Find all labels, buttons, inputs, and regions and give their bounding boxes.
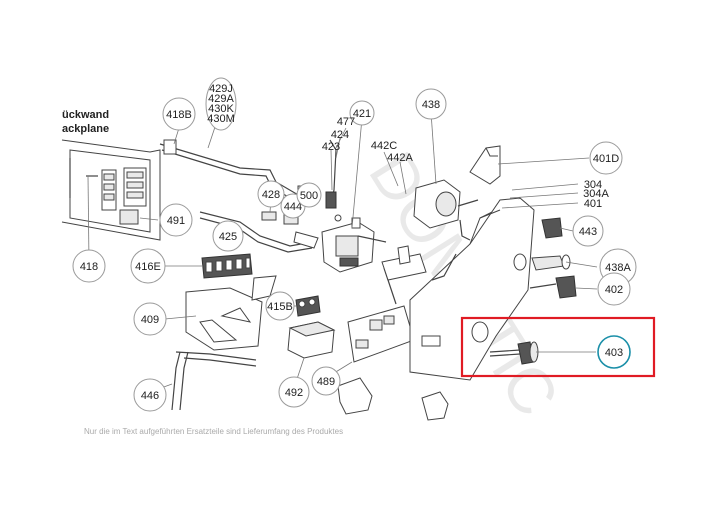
- part-label-text: 418B: [166, 109, 192, 121]
- part-label-489: 489: [311, 366, 341, 396]
- gas-valve: [321, 217, 387, 273]
- part-label-text: 424: [331, 129, 349, 141]
- part-label-428: 428: [257, 180, 285, 208]
- backplane-panel: ückwand ackplane: [61, 109, 161, 241]
- part-label-text: 304: [584, 179, 602, 191]
- part-label-423: 423: [322, 141, 340, 153]
- motor-438: [413, 179, 479, 241]
- part-label-491: 491: [159, 203, 193, 237]
- part-label-text: 489: [317, 376, 335, 388]
- control-housing: [409, 197, 535, 381]
- part-label-424: 424: [331, 129, 349, 141]
- part-label-401: 401: [584, 198, 602, 210]
- part-label-477: 477: [337, 116, 355, 128]
- spindle-438a: [531, 254, 571, 271]
- part-label-text: 492: [285, 387, 303, 399]
- part-label-403: 403: [597, 335, 631, 369]
- terminal-strip: [201, 253, 253, 279]
- part-label-text: 416E: [135, 261, 161, 273]
- gas-pipe-425: [199, 211, 313, 247]
- part-label-text: 304A: [583, 188, 609, 200]
- bottom-bracket: [421, 391, 449, 421]
- part-label-418b: 418B: [162, 97, 196, 131]
- part-label-text: 429A: [208, 93, 234, 105]
- part-label-text: 446: [141, 390, 159, 402]
- highlight-frame: [460, 316, 656, 378]
- part-label-500: 500: [296, 182, 322, 208]
- footer-note: Nur die im Text aufgeführten Ersatzteile…: [84, 427, 343, 436]
- part-label-304a: 304A: [583, 188, 609, 200]
- part-label-text: 401D: [593, 153, 619, 165]
- part-label-text: 442A: [387, 152, 413, 164]
- part-label-text: 430M: [207, 113, 235, 125]
- part-label-421: 421: [349, 100, 375, 126]
- cover-plate: [185, 275, 277, 351]
- part-label-401d: 401D: [589, 141, 623, 175]
- backplane-label-line2: ackplane: [62, 123, 109, 135]
- mounting-bracket: [337, 377, 373, 415]
- part-label-415b: 415B: [265, 291, 295, 321]
- backplane-label-line1: ückwand: [62, 109, 109, 121]
- part-label-text: 415B: [267, 301, 293, 313]
- gas-pipe-429: [159, 143, 301, 197]
- part-label-442c: 442C: [371, 140, 397, 152]
- part-label-text: 477: [337, 116, 355, 128]
- part-label-text: 442C: [371, 140, 397, 152]
- part-label-442a: 442A: [387, 152, 413, 164]
- part-label-438: 438: [415, 88, 447, 120]
- knob-402: [529, 275, 577, 299]
- part-label-text: 443: [579, 226, 597, 238]
- part-label-text: 423: [322, 141, 340, 153]
- part-label-text: 438: [422, 99, 440, 111]
- part-label-446: 446: [133, 378, 167, 412]
- part-label-text: 401: [584, 198, 602, 210]
- part-label-text: 409: [141, 314, 159, 326]
- part-label-443: 443: [572, 215, 604, 247]
- part-label-text: 421: [353, 108, 371, 120]
- part-label-text: 425: [219, 231, 237, 243]
- part-label-text: 438A: [605, 262, 631, 274]
- part-label-text: 430K: [208, 103, 234, 115]
- part-label-416e: 416E: [130, 248, 166, 284]
- part-label-text: 402: [605, 284, 623, 296]
- part-label-304: 304: [584, 179, 602, 191]
- knob-443: [541, 217, 563, 239]
- gas-pipe-446: [171, 351, 181, 411]
- part-label-text: 500: [300, 190, 318, 202]
- knob-403: [489, 341, 539, 365]
- bracket-401d: [469, 145, 501, 185]
- part-label-402: 402: [597, 272, 631, 306]
- part-label-text: 403: [605, 347, 623, 359]
- part-label-text: 444: [284, 201, 302, 213]
- part-label-text: 429J: [209, 83, 233, 95]
- part-label-418: 418: [72, 249, 106, 283]
- part-label-425: 425: [212, 220, 244, 252]
- connector-415b: [295, 295, 321, 317]
- part-label-text: 491: [167, 215, 185, 227]
- part-label-text: 428: [262, 189, 280, 201]
- ignition-module: [287, 321, 336, 359]
- part-label-text: 418: [80, 261, 98, 273]
- part-label-409: 409: [133, 302, 167, 336]
- part-label-492: 492: [278, 376, 310, 408]
